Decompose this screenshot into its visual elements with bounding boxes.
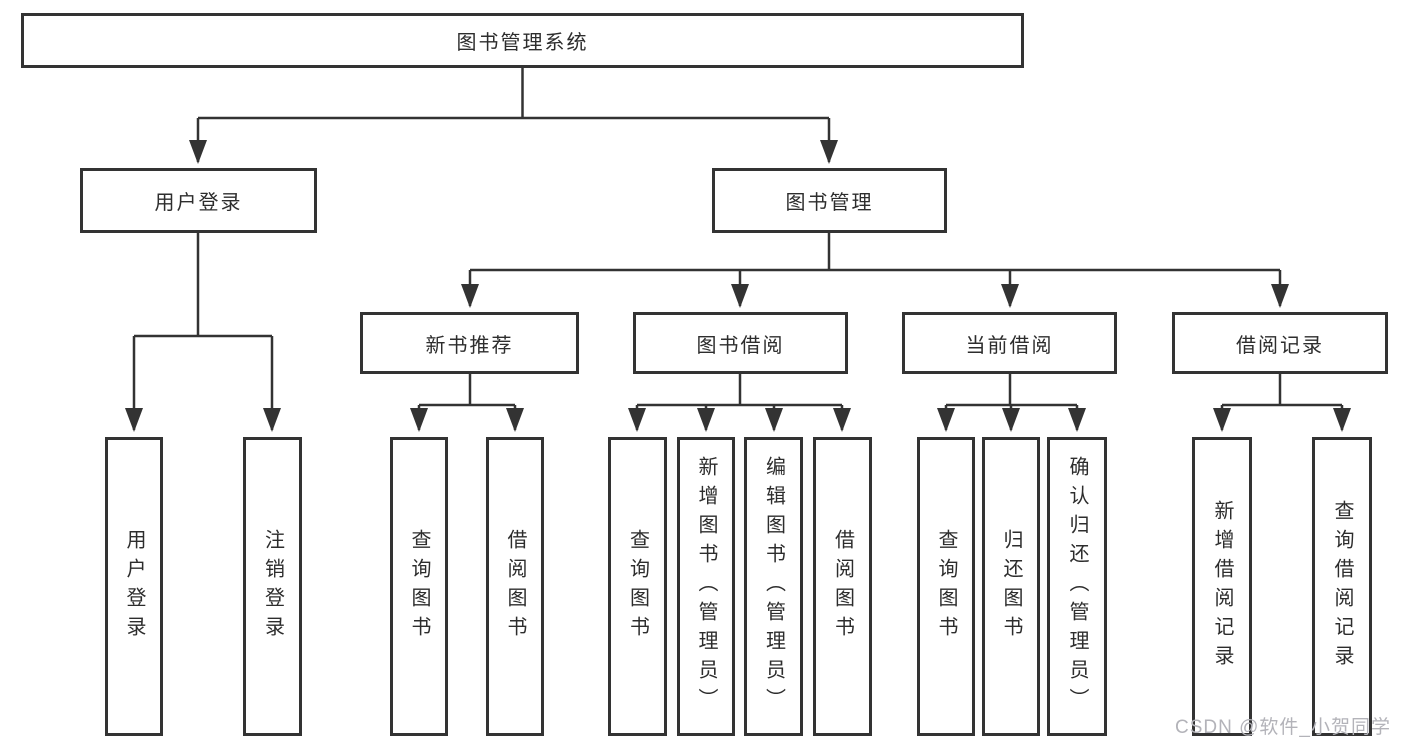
node-new-book-recommend: 新书推荐 [360,312,579,374]
leaf-cb-return-books: 归还图书 [982,437,1040,736]
node-label: 借阅图书 [504,528,526,645]
node-label: 查询借阅记录 [1331,499,1353,674]
node-label: 新增图书（管理员） [695,456,717,717]
node-label: 注销登录 [261,528,284,645]
node-label: 当前借阅 [965,334,1054,357]
node-label: 查询图书 [408,528,430,645]
node-label: 查询图书 [626,528,649,645]
csdn-watermark: CSDN @软件_小贺同学 [1175,717,1391,738]
leaf-user-login: 用户登录 [105,437,163,736]
leaf-bb-borrow-books: 借阅图书 [813,437,872,736]
leaf-cb-query-books: 查询图书 [917,437,975,736]
leaf-bb-add-books-admin: 新增图书（管理员） [677,437,735,736]
leaf-br-query-record: 查询借阅记录 [1312,437,1372,736]
node-label: 图书管理 [785,192,874,214]
node-label: 用户登录 [123,528,145,645]
node-label: 新书推荐 [425,334,514,357]
leaf-bb-edit-books-admin: 编辑图书（管理员） [744,437,803,736]
node-label: 用户登录 [154,192,243,214]
node-label: 归还图书 [1000,528,1022,645]
node-book-borrow: 图书借阅 [633,312,848,374]
node-label: 图书借阅 [696,334,785,357]
leaf-bb-query-books: 查询图书 [608,437,667,736]
node-label: 图书管理系统 [456,32,589,54]
node-label: 确认归还（管理员） [1066,456,1088,717]
leaf-nbr-query-books: 查询图书 [390,437,448,736]
node-borrow-records: 借阅记录 [1172,312,1388,374]
leaf-logout: 注销登录 [243,437,302,736]
leaf-cb-confirm-return-admin: 确认归还（管理员） [1047,437,1107,736]
node-label: 借阅记录 [1236,334,1324,357]
node-current-borrow: 当前借阅 [902,312,1117,374]
node-book-management: 图书管理 [712,168,947,233]
node-label: 查询图书 [935,528,957,645]
node-user-login: 用户登录 [80,168,317,233]
node-label: 编辑图书（管理员） [762,456,785,717]
node-root-system: 图书管理系统 [21,13,1024,68]
node-label: 借阅图书 [831,528,854,645]
leaf-nbr-borrow-books: 借阅图书 [486,437,544,736]
leaf-br-add-record: 新增借阅记录 [1192,437,1252,736]
node-label: 新增借阅记录 [1211,499,1233,674]
